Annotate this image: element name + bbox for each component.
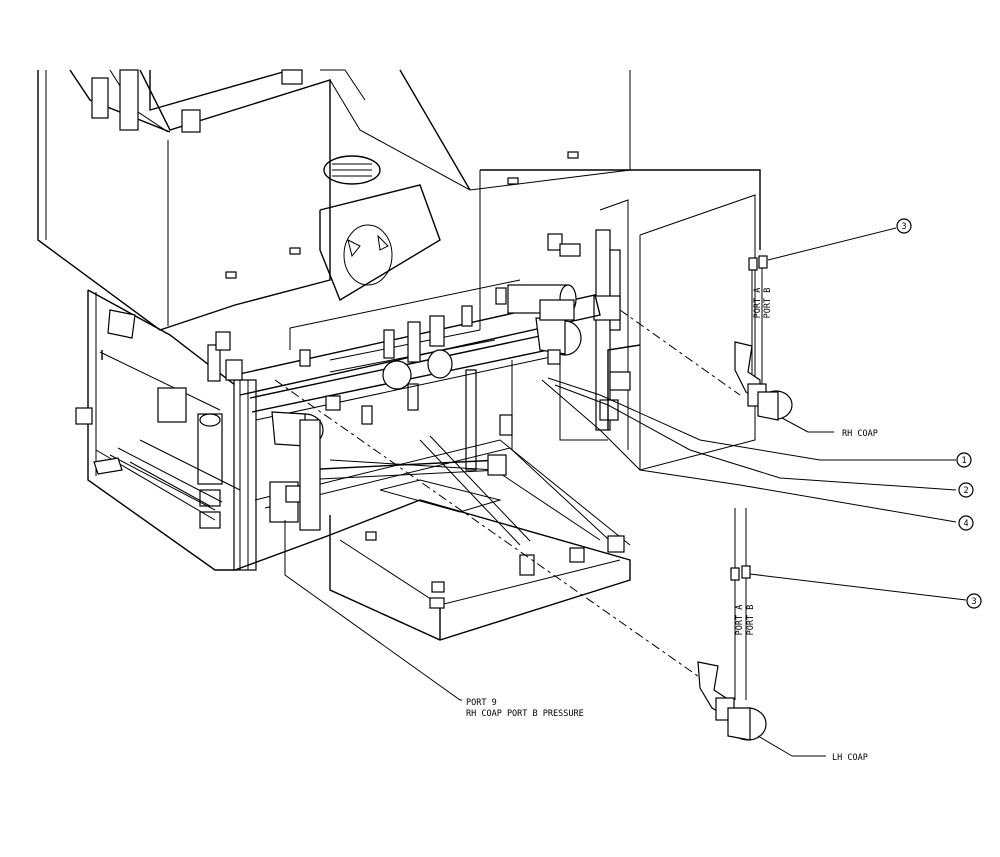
port9-label-line1: PORT 9 — [466, 698, 497, 708]
right-frame — [479, 169, 761, 471]
callout-1-number: 1 — [961, 456, 966, 466]
lower-deck — [254, 419, 631, 641]
callout-3-top-number: 3 — [901, 222, 906, 232]
callout-1: 1 — [956, 452, 972, 468]
main-beam — [207, 233, 601, 447]
rh-coap-label: RH COAP — [842, 429, 878, 439]
lh-coap-part: PORT A PORT B LH COAP — [697, 508, 868, 763]
callout-3-top: 3 — [896, 218, 912, 234]
port9-label-line2: RH COAP PORT B PRESSURE — [466, 709, 584, 719]
callout-leaders — [284, 227, 967, 701]
exploded-view-centerlines — [274, 309, 741, 689]
rh-port-a-label: PORT A — [753, 288, 763, 319]
callout-4-number: 4 — [963, 519, 968, 529]
callout-2: 2 — [958, 482, 974, 498]
port9-note: PORT 9 RH COAP PORT B PRESSURE — [466, 698, 584, 719]
callout-2-number: 2 — [963, 486, 968, 496]
machine-assembly — [37, 69, 761, 641]
callout-3-bottom: 3 — [966, 593, 982, 609]
hopper — [37, 69, 631, 331]
rh-port-b-label: PORT B — [763, 288, 773, 319]
lh-coap-label: LH COAP — [832, 753, 868, 763]
rh-coap-part: PORT A PORT B RH COAP — [734, 255, 878, 439]
callout-4: 4 — [958, 515, 974, 531]
callout-3-bottom-number: 3 — [971, 597, 976, 607]
lh-port-a-label: PORT A — [735, 605, 745, 636]
chassis — [75, 289, 641, 571]
lh-port-b-label: PORT B — [746, 605, 756, 636]
